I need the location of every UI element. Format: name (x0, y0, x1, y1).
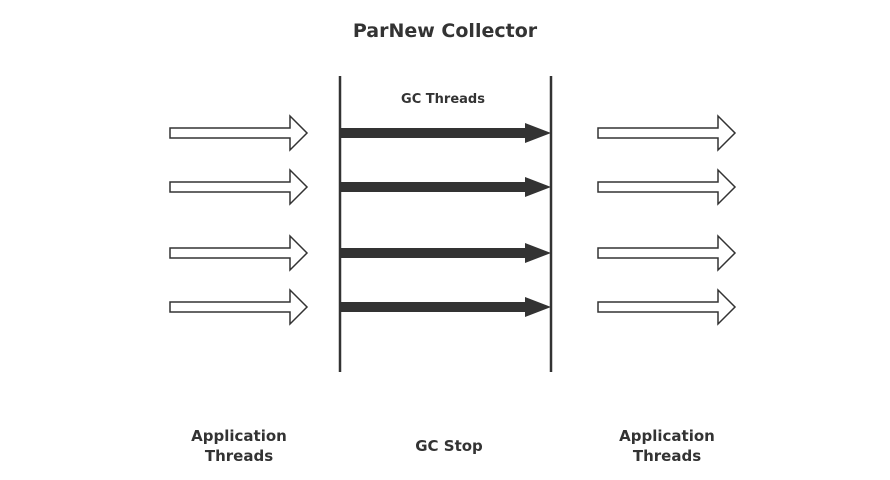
left-app-threads (169, 114, 309, 326)
label-line: Application (191, 427, 287, 445)
label-line: Threads (204, 447, 274, 465)
gc-threads-label: GC Threads (401, 92, 485, 107)
app-thread-arrow (169, 168, 309, 206)
app-thread-arrow (169, 288, 309, 326)
right-application-threads-label: Application Threads (577, 426, 757, 466)
app-thread-arrow (597, 288, 737, 326)
gc-thread-arrow (341, 123, 551, 143)
label-line: Threads (632, 447, 702, 465)
right-app-threads (597, 114, 737, 326)
diagram-title: ParNew Collector (352, 20, 538, 42)
app-thread-arrow (597, 234, 737, 272)
app-thread-arrow (169, 234, 309, 272)
left-application-threads-label: Application Threads (149, 426, 329, 466)
gc-thread-arrow (341, 243, 551, 263)
label-line: Application (619, 427, 715, 445)
gc-thread-arrow (341, 177, 551, 197)
gc-threads (341, 123, 551, 317)
app-thread-arrow (597, 168, 737, 206)
app-thread-arrow (597, 114, 737, 152)
label-line: GC Stop (415, 437, 483, 455)
gc-thread-arrow (341, 297, 551, 317)
gc-stop-label: GC Stop (359, 436, 539, 456)
app-thread-arrow (169, 114, 309, 152)
